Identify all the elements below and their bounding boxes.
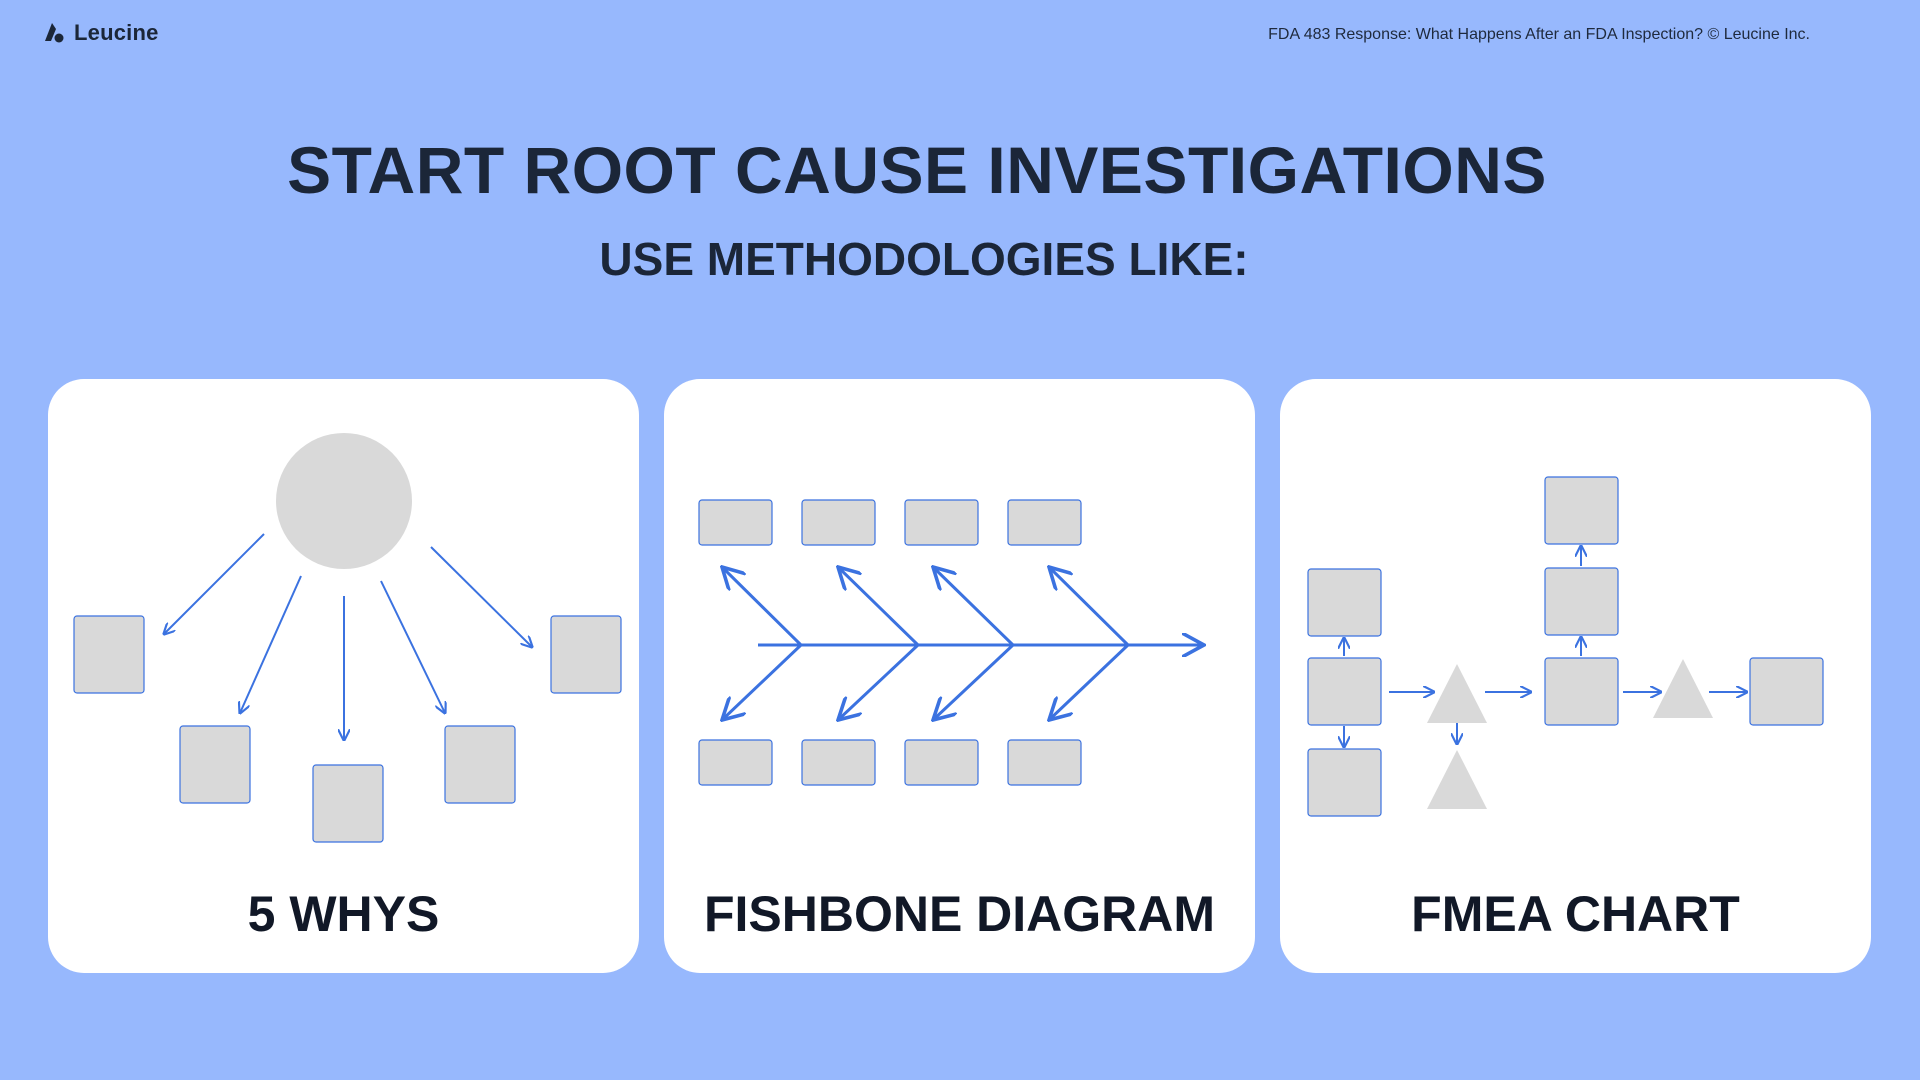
card-fishbone: FISHBONE DIAGRAM xyxy=(664,379,1255,973)
card-label-fishbone: FISHBONE DIAGRAM xyxy=(703,886,1216,942)
fishbone-cause-top-2 xyxy=(801,499,876,546)
page-title: START ROOT CAUSE INVESTIGATIONS xyxy=(287,133,1547,207)
fishbone-bone-bottom-4 xyxy=(1049,643,1130,720)
five-whys-diagram xyxy=(73,433,622,843)
fmea-box-center-right xyxy=(1544,657,1619,726)
brand-name: Leucine xyxy=(74,20,159,45)
page-subtitle: USE METHODOLOGIES LIKE: xyxy=(599,233,1249,285)
fishbone-bone-bottom-1 xyxy=(722,643,803,720)
fishbone-cause-bottom-1 xyxy=(698,739,773,786)
why-box-2 xyxy=(179,725,251,804)
fmea-box-bottom-left xyxy=(1307,748,1382,817)
card-label-five-whys: 5 WHYS xyxy=(247,886,440,942)
arrow-1 xyxy=(164,533,265,634)
fmea-box-mid-left xyxy=(1307,657,1382,726)
fmea-triangle-3 xyxy=(1653,659,1713,718)
fishbone-bone-bottom-3 xyxy=(933,643,1015,720)
fishbone-bone-bottom-2 xyxy=(838,643,920,720)
fishbone-cause-top-3 xyxy=(904,499,979,546)
header: Leucine FDA 483 Response: What Happens A… xyxy=(0,0,1920,70)
arrow-2 xyxy=(240,575,302,713)
fishbone-bone-top-1 xyxy=(722,567,803,647)
leucine-logo-icon xyxy=(45,23,64,43)
fishbone-bone-top-3 xyxy=(933,567,1015,647)
fishbone-cause-bottom-3 xyxy=(904,739,979,786)
arrow-5 xyxy=(430,546,532,647)
fishbone-cause-bottom-4 xyxy=(1007,739,1082,786)
fmea-box-upper-right xyxy=(1544,567,1619,636)
fmea-box-top-left xyxy=(1307,568,1382,637)
why-box-4 xyxy=(444,725,516,804)
arrow-4 xyxy=(380,580,445,713)
fmea-chart-diagram xyxy=(1307,476,1824,817)
header-caption: FDA 483 Response: What Happens After an … xyxy=(1268,26,1810,43)
fishbone-cause-bottom-2 xyxy=(801,739,876,786)
why-box-3 xyxy=(312,764,384,843)
card-five-whys: 5 WHYS xyxy=(48,379,639,973)
fishbone-bone-top-4 xyxy=(1049,567,1130,647)
fmea-triangle-1 xyxy=(1427,664,1487,723)
fmea-box-top-right xyxy=(1544,476,1619,545)
fishbone-bone-top-2 xyxy=(838,567,920,647)
fmea-box-end xyxy=(1749,657,1824,726)
fmea-triangle-2 xyxy=(1427,750,1487,809)
fishbone-diagram xyxy=(698,499,1255,786)
brand-logo[interactable]: Leucine xyxy=(42,20,159,46)
root-circle xyxy=(276,433,412,569)
why-box-5 xyxy=(550,615,622,694)
card-label-fmea: FMEA CHART xyxy=(1411,886,1740,942)
why-box-1 xyxy=(73,615,145,694)
card-fmea: FMEA CHART xyxy=(1280,379,1871,973)
fishbone-cause-top-1 xyxy=(698,499,773,546)
fishbone-cause-top-4 xyxy=(1007,499,1082,546)
